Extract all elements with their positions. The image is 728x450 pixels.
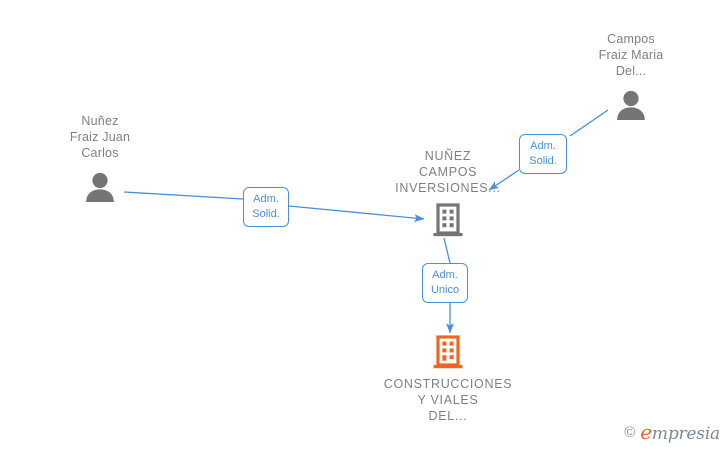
watermark-rest: mpresia <box>651 424 720 444</box>
node-person-nunez-fraiz-juan-carlos[interactable]: Nuñez Fraiz Juan Carlos <box>20 113 180 207</box>
node-label: Nuñez Fraiz Juan Carlos <box>69 114 131 160</box>
watermark-lead: e <box>640 420 652 444</box>
node-label: NUÑEZ CAMPOS INVERSIONES... <box>395 149 501 195</box>
copyright-icon: © <box>624 423 636 441</box>
edge-inversiones-to-construcciones <box>443 237 454 334</box>
empresia-watermark: © empresia <box>624 420 720 444</box>
building-icon <box>428 332 468 372</box>
building-icon <box>428 200 468 240</box>
node-label: Campos Fraiz Maria Del... <box>598 32 664 78</box>
edge-label-adm-unico[interactable]: Adm. Unico <box>422 263 468 303</box>
edge-juan-carlos-to-inversiones <box>123 191 425 222</box>
person-icon <box>611 85 651 125</box>
edge-maria-del-to-inversiones <box>488 109 609 191</box>
node-label: CONSTRUCCIONES Y VIALES DEL... <box>383 377 513 423</box>
node-company-construcciones-y-viales-del[interactable]: CONSTRUCCIONES Y VIALES DEL... <box>368 332 528 424</box>
edge-label-adm-solid-left[interactable]: Adm. Solid. <box>243 187 289 227</box>
node-company-nunez-campos-inversiones[interactable]: NUÑEZ CAMPOS INVERSIONES... <box>368 148 528 240</box>
edge-label-adm-solid-right[interactable]: Adm. Solid. <box>519 134 567 174</box>
node-person-campos-fraiz-maria-del[interactable]: Campos Fraiz Maria Del... <box>551 31 711 125</box>
person-icon <box>80 167 120 207</box>
watermark-text: empresia <box>640 420 720 444</box>
